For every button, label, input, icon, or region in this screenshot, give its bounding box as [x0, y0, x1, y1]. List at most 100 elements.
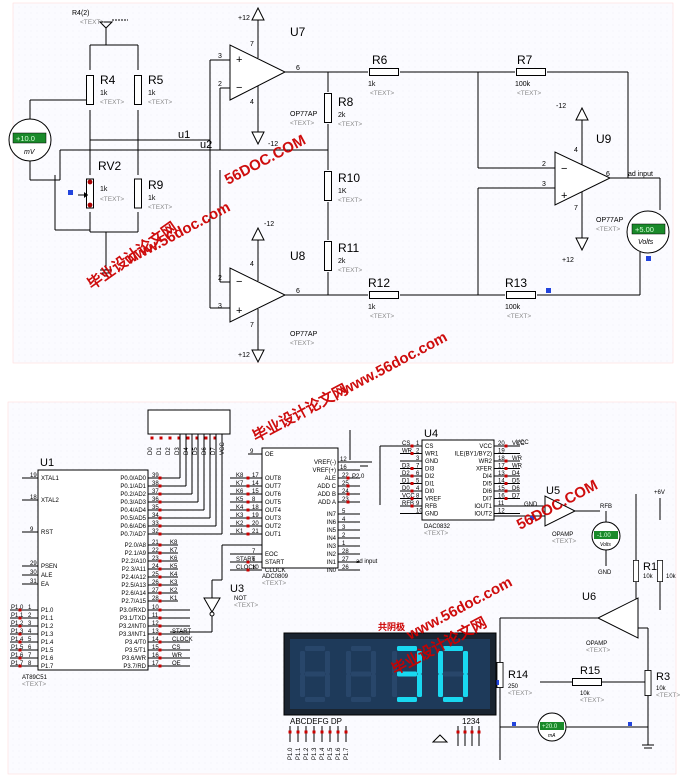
display-pin-label: P1.7	[344, 747, 350, 760]
dac-left-pin-num: 10	[416, 509, 423, 515]
dac-left-pin-label: WR1	[425, 452, 439, 458]
resistor-r13[interactable]: R13 100k <TEXT>	[505, 276, 551, 320]
adc-left-pin-label: OUT7	[265, 484, 282, 490]
voltmeter-right[interactable]: +5.00 Volts	[626, 210, 670, 261]
pin-marker-icon	[246, 500, 250, 504]
display-segment	[300, 674, 305, 697]
resistor-r3[interactable]: R3 10k <TEXT>	[644, 670, 680, 699]
ammeter[interactable]: +20.0 mA	[500, 712, 648, 742]
dac-left-pin-label: DI1	[425, 482, 435, 488]
u9-type: OP77AP	[596, 217, 624, 224]
pin-marker-icon	[158, 624, 162, 628]
supply-6v: +6V	[635, 490, 665, 560]
r11-name: R11	[338, 241, 359, 255]
display-pin-label: P1.3	[312, 747, 318, 760]
display-seg-label: ABCDEFG DP	[290, 717, 342, 726]
u1-left-pin-label: EA	[41, 582, 49, 588]
u9-plus-sign: +	[561, 190, 567, 202]
dac-left-net: D2	[402, 471, 410, 477]
r9-name: R9	[148, 178, 164, 192]
probe-label: R4(2)	[72, 10, 90, 17]
resistor-r8[interactable]: R8 2k <TEXT>	[324, 92, 363, 129]
adc-left-pin-label: START	[265, 560, 284, 566]
resistor-r11[interactable]: R11 2k <TEXT>	[324, 240, 363, 274]
adc-left-pin-num: 10	[252, 565, 259, 571]
dac-left-pin-label: RFB	[425, 504, 437, 510]
opamp-u6[interactable]: U6 OPAMP <TEXT>	[499, 591, 649, 760]
voltmeter-left[interactable]: +10.0 mV	[8, 118, 52, 162]
u8-vpos: +12	[238, 352, 250, 359]
u9-pin4: 4	[574, 147, 578, 154]
dac-right-pin-num: 13	[498, 471, 505, 477]
display-pin-label: P1.6	[336, 747, 342, 760]
dac-left-net: D3	[402, 464, 410, 470]
resistor-r7[interactable]: R7 100k <TEXT>	[515, 53, 547, 97]
u1-p2-net: K8	[170, 540, 178, 546]
resistor-r9[interactable]: R9 1k <TEXT>	[134, 178, 173, 211]
r4-value: 1k	[100, 90, 108, 97]
resistor-r6[interactable]: R6 1k <TEXT>	[368, 53, 400, 97]
resistor-r1[interactable]: R1 10k	[632, 560, 657, 582]
resistor-r5[interactable]: R5 1k <TEXT>	[134, 73, 173, 106]
display-segment	[351, 697, 371, 702]
resistor-r12[interactable]: R12 1k <TEXT>	[368, 276, 400, 320]
resistor-r15[interactable]: R15 10k <TEXT>	[572, 665, 605, 704]
adc-left-pin-num: 8	[252, 497, 256, 503]
u1-p2-label: P2.3/A11	[122, 567, 147, 573]
u9-vpos: +12	[562, 257, 574, 264]
header-vcc-label: VCC	[220, 442, 226, 455]
display-segment	[438, 651, 443, 674]
increment-knob-icon[interactable]	[87, 179, 93, 185]
pin-marker-icon	[158, 616, 162, 620]
r3-value: 10k	[656, 686, 667, 692]
u7-name: U7	[290, 25, 306, 39]
voltmeter-bottom[interactable]: -1.00 Volts GND	[591, 511, 621, 576]
opamp-u7[interactable]: + − U7 3 2 6 7 4 OP77AP <TEXT> +12 -12	[218, 6, 318, 148]
pin-marker-icon	[158, 559, 162, 563]
supply-label: +6V	[654, 490, 665, 496]
resistor-r10[interactable]: R10 1K <TEXT>	[324, 170, 363, 204]
pin-marker-icon	[410, 444, 414, 448]
r15-text: <TEXT>	[580, 697, 604, 704]
opamp-u8[interactable]: − + U8 3 2 6 4 7 OP77AP <TEXT> -12 +12	[218, 221, 318, 364]
r8-value: 2k	[338, 112, 346, 119]
pin-marker-icon	[158, 591, 162, 595]
r4-name: R4	[100, 73, 116, 87]
display-segment	[463, 674, 468, 697]
inverter-u3[interactable]: U3 NOT <TEXT>	[170, 544, 262, 633]
pin-marker-icon	[158, 632, 162, 636]
pin-marker-icon	[410, 497, 414, 500]
u1-p1-num: 4	[28, 629, 32, 635]
rv2-name: RV2	[98, 159, 121, 173]
opamp-u5[interactable]: U5 OPAMP <TEXT> GND RFB	[494, 485, 612, 545]
u9-pin7: 7	[574, 205, 578, 212]
potentiometer-rv2[interactable]: RV2 1k <TEXT>	[68, 159, 124, 209]
u9-pin6: 6	[606, 171, 610, 178]
display-segment	[438, 674, 443, 697]
u6-ref: U6	[582, 591, 596, 603]
u1-p2-label: P2.6/A14	[121, 591, 146, 597]
display-header: 共阴极	[378, 621, 406, 632]
u1-p2-label: P2.2/A10	[121, 559, 146, 565]
adc-top-pin-num: 12	[340, 457, 347, 463]
header-pin-label: D7	[211, 447, 217, 455]
voltage-probe-r4[interactable]: R4(2) <TEXT>	[72, 10, 128, 29]
display-segment	[305, 697, 325, 702]
dac-left-net: CS	[402, 441, 410, 447]
r14-name: R14	[508, 669, 528, 681]
u1-p0-num: 35	[152, 505, 159, 511]
display-segment	[443, 671, 463, 677]
display-segment	[417, 674, 422, 697]
pin-marker-icon	[158, 516, 162, 520]
opamp-u9[interactable]: − + U9 2 3 6 4 7 OP77AP <TEXT> -12 +12	[542, 103, 624, 264]
resistor-r4[interactable]: R4 1k <TEXT>	[86, 73, 125, 106]
decrement-knob-icon[interactable]	[87, 202, 93, 208]
marker-icon	[530, 516, 534, 520]
u7-pin4: 4	[250, 99, 254, 106]
resistor-r2[interactable]: 10k	[656, 560, 677, 582]
